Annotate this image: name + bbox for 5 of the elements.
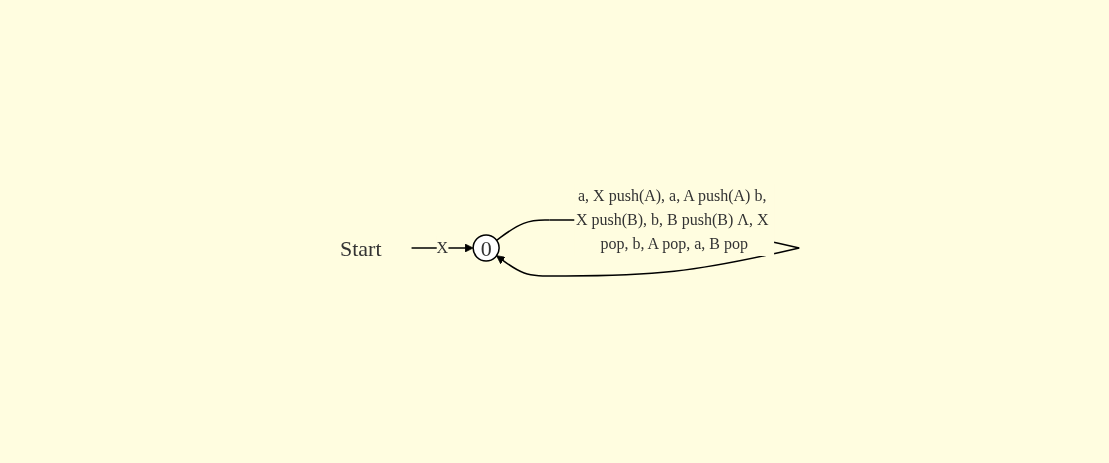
arrow xyxy=(410,243,474,253)
node-circle: 0 xyxy=(472,234,500,262)
node-text: Start xyxy=(339,235,382,261)
edge-label: a, X push(A), a, A push(A) b, X push(B), b, B push(B) Λ, X pop, b, A pop, a, B pop xyxy=(575,186,769,252)
edge-label: X xyxy=(436,238,448,256)
